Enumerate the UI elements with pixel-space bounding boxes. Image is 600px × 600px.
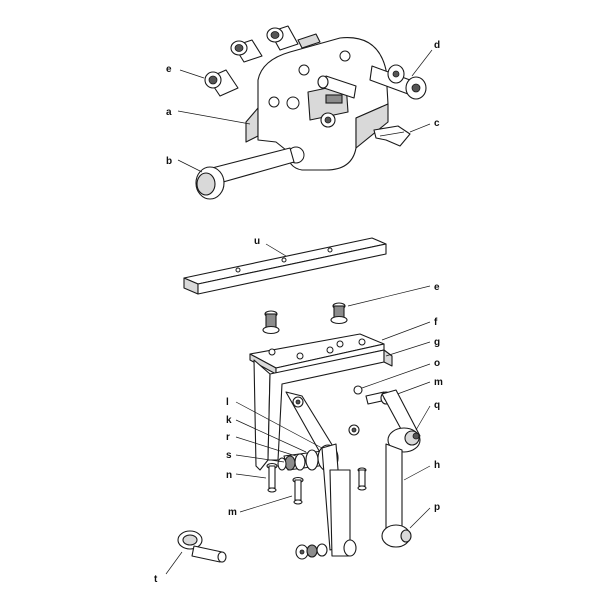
callout-o: o bbox=[434, 358, 440, 369]
callout-e-top: e bbox=[166, 64, 172, 75]
leader-o bbox=[361, 363, 431, 389]
callout-m-left: m bbox=[228, 507, 237, 518]
leader-a bbox=[177, 110, 251, 125]
callout-n: n bbox=[226, 470, 232, 481]
callout-p: p bbox=[434, 502, 440, 513]
part-a-bracket-plate bbox=[245, 37, 389, 171]
leader-e-top bbox=[179, 69, 205, 79]
leader-g bbox=[385, 341, 431, 357]
part-n-screw bbox=[266, 462, 278, 493]
callout-u: u bbox=[254, 236, 260, 247]
bottom-nut-stack bbox=[295, 543, 328, 560]
plate-screws bbox=[348, 424, 367, 491]
leader-l bbox=[235, 401, 323, 449]
callout-d: d bbox=[434, 40, 440, 51]
leader-d bbox=[411, 49, 433, 77]
part-h-long-link bbox=[385, 443, 403, 531]
leader-b bbox=[177, 159, 203, 173]
callout-g: g bbox=[434, 337, 440, 348]
part-c-clip bbox=[373, 125, 411, 147]
leader-r bbox=[235, 436, 297, 457]
callout-b: b bbox=[166, 156, 172, 167]
callout-l: l bbox=[226, 397, 229, 408]
part-m-screw-left bbox=[292, 476, 304, 505]
leader-f bbox=[381, 321, 431, 341]
callout-h: h bbox=[434, 460, 440, 471]
vertical-link-centre bbox=[321, 443, 357, 557]
callout-k: k bbox=[226, 415, 232, 426]
leader-m-left bbox=[239, 495, 293, 513]
leader-s bbox=[235, 454, 285, 463]
callout-r: r bbox=[226, 432, 230, 443]
part-b-pin bbox=[195, 147, 295, 200]
leader-h bbox=[403, 465, 431, 481]
part-o-washer bbox=[353, 385, 363, 395]
part-u-bar bbox=[183, 237, 387, 295]
callout-s: s bbox=[226, 450, 232, 461]
leader-c bbox=[409, 123, 431, 133]
part-d-bolts bbox=[317, 64, 427, 128]
callout-f: f bbox=[434, 317, 438, 328]
callout-m-right: m bbox=[434, 377, 443, 388]
leader-e-mid bbox=[347, 285, 431, 307]
callout-q: q bbox=[434, 400, 440, 411]
callout-a: a bbox=[166, 107, 172, 118]
leader-p bbox=[409, 507, 431, 529]
leader-u bbox=[265, 243, 287, 257]
leader-q bbox=[415, 405, 431, 431]
callout-t: t bbox=[154, 574, 158, 585]
callout-c: c bbox=[434, 118, 440, 129]
leader-n bbox=[235, 473, 267, 479]
part-p-end-cap bbox=[381, 524, 412, 548]
callout-e-mid: e bbox=[434, 282, 440, 293]
leader-k bbox=[235, 419, 307, 453]
part-e-bushings-top bbox=[204, 25, 321, 97]
part-e-bushings-mid bbox=[262, 302, 348, 335]
part-q-pivot bbox=[381, 389, 421, 453]
leader-t bbox=[165, 551, 183, 575]
part-t-loose-pin bbox=[177, 530, 227, 563]
